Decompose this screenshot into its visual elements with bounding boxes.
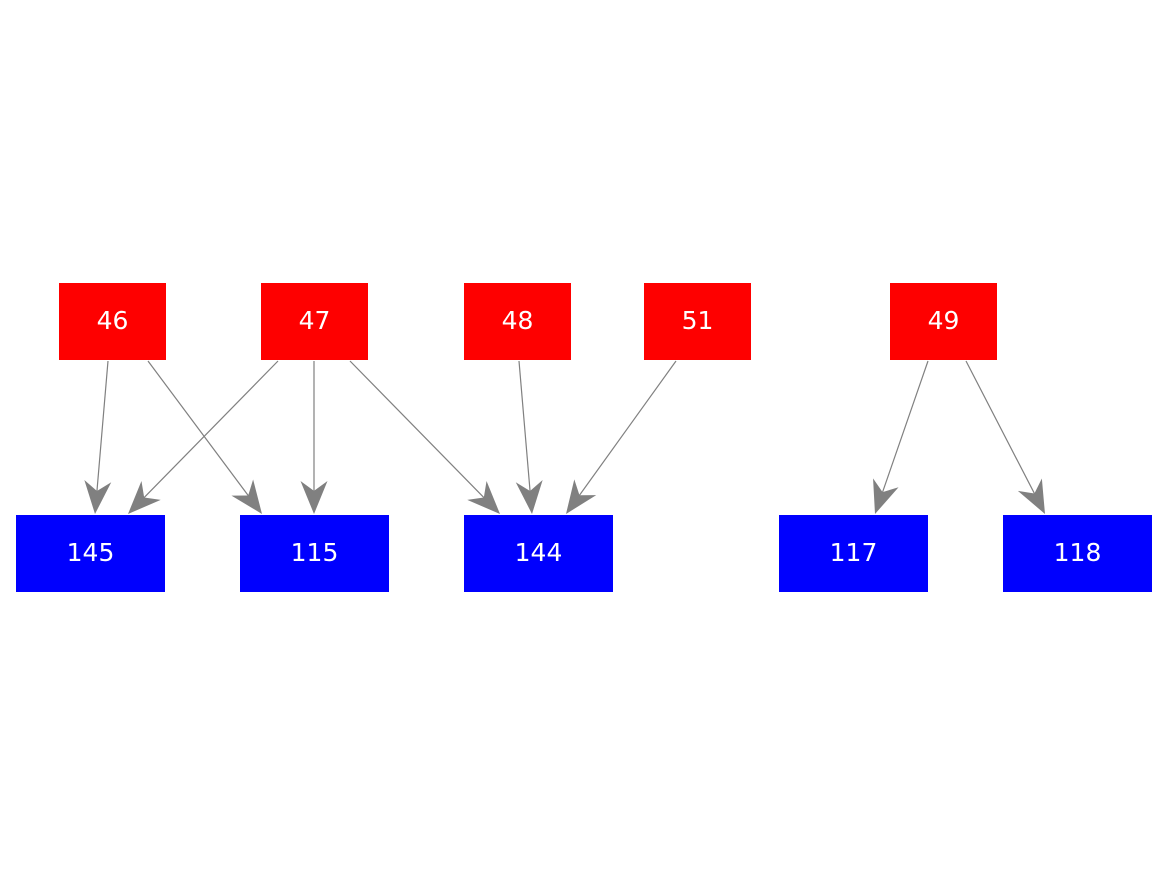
- edge-47-to-144: [349, 360, 500, 514]
- edge-line: [518, 360, 531, 493]
- node-source-47[interactable]: 47: [261, 283, 368, 360]
- node-label: 145: [66, 538, 115, 567]
- edge-49-to-118: [965, 360, 1045, 514]
- edge-46-to-145: [84, 360, 112, 514]
- node-target-145[interactable]: 145: [16, 515, 165, 592]
- arrowhead-icon: [84, 479, 112, 514]
- arrowhead-icon: [1017, 478, 1045, 514]
- edge-46-to-115: [147, 360, 262, 514]
- edge-line: [965, 360, 1036, 495]
- edge-line: [147, 360, 250, 497]
- node-label: 46: [96, 306, 129, 335]
- edge-line: [578, 360, 677, 497]
- node-label: 48: [501, 306, 534, 335]
- edge-51-to-144: [566, 360, 677, 514]
- node-label: 49: [927, 306, 960, 335]
- node-target-117[interactable]: 117: [779, 515, 928, 592]
- edge-47-to-115: [300, 361, 328, 514]
- node-label: 115: [290, 538, 339, 567]
- node-label: 47: [298, 306, 331, 335]
- edge-line: [142, 360, 279, 499]
- edge-49-to-117: [873, 360, 929, 514]
- edge-line: [349, 360, 486, 499]
- edge-line: [881, 360, 929, 494]
- node-target-118[interactable]: 118: [1003, 515, 1152, 592]
- node-source-49[interactable]: 49: [890, 283, 997, 360]
- node-source-48[interactable]: 48: [464, 283, 571, 360]
- arrowhead-icon: [300, 481, 328, 514]
- arrowhead-icon: [566, 479, 597, 514]
- arrowhead-icon: [467, 480, 500, 514]
- node-label: 144: [514, 538, 563, 567]
- edge-48-to-144: [515, 360, 543, 514]
- arrowhead-icon: [515, 479, 543, 514]
- arrowhead-icon: [231, 479, 262, 514]
- arrowhead-icon: [128, 480, 161, 514]
- edge-line: [96, 360, 109, 493]
- node-target-115[interactable]: 115: [240, 515, 389, 592]
- node-target-144[interactable]: 144: [464, 515, 613, 592]
- edge-47-to-145: [128, 360, 279, 514]
- node-source-51[interactable]: 51: [644, 283, 751, 360]
- arrowhead-icon: [873, 478, 899, 514]
- node-label: 51: [681, 306, 714, 335]
- node-label: 118: [1053, 538, 1102, 567]
- node-label: 117: [829, 538, 878, 567]
- node-source-46[interactable]: 46: [59, 283, 166, 360]
